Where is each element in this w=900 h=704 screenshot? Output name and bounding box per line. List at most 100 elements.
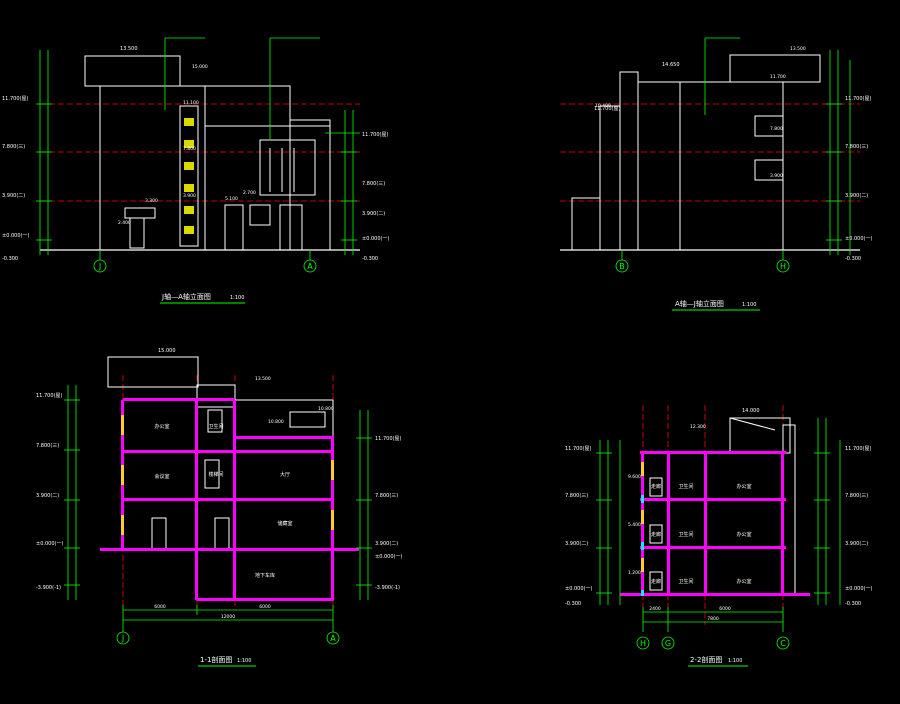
elevation-a-j: B H 14.650 11.700(屋) 11.700(屋) 7.800(三) … [560, 37, 872, 311]
section-2-2: H G C 2400 6000 7800 14.000 11.700(屋) 7.… [565, 405, 872, 667]
p3-top-label: 15.000 [158, 348, 176, 354]
p1-axis-a: A [307, 262, 313, 271]
p3-dim-0: 6000 [154, 604, 166, 610]
p4-level-r3: ±0.000(一) [845, 586, 872, 592]
p3-dim-1: 6000 [259, 604, 271, 610]
p4-room-8: 办公室 [736, 578, 751, 585]
p1-note-1: 11.100 [183, 100, 199, 106]
p3-note-1: 10.800 [268, 419, 284, 425]
p3-note-2: 10.800 [318, 406, 334, 412]
p3-note-0: 13.500 [255, 376, 271, 382]
p4-room-6: 走廊 [651, 578, 661, 585]
p3-title: 1-1剖面图 [200, 655, 232, 664]
p3-room-0: 办公室 [154, 423, 169, 430]
p1-title: J轴—A轴立面图 [161, 292, 211, 301]
p1-note-7: 2.700 [243, 190, 256, 196]
p2-title: A轴—J轴立面图 [675, 299, 724, 308]
p1-level-r4: -0.300 [362, 256, 378, 262]
p3-room-5: 储藏室 [277, 520, 292, 527]
p1-level-l2: 3.900(二) [2, 193, 25, 199]
p3-room-2: 会议室 [154, 473, 169, 480]
p4-note-0: 12.300 [690, 424, 706, 430]
p4-axis-c: C [780, 639, 786, 648]
p4-room-1: 卫生间 [678, 483, 693, 490]
p4-dim-2: 7800 [707, 616, 719, 622]
p3-level-l1: 7.800(三) [36, 443, 59, 449]
p4-dim-1: 6000 [719, 606, 731, 612]
p3-level-l2: 3.900(二) [36, 493, 59, 499]
p4-level-r4: -0.300 [845, 601, 861, 607]
p4-level-l1: 7.800(三) [565, 493, 588, 499]
elevation-j-a: J A 13.500 11.700(屋) 7.800(三) 3.900(二) ±… [2, 37, 389, 304]
p4-title: 2-2剖面图 [690, 655, 722, 664]
p4-note-2: 5.400 [628, 522, 641, 528]
p4-level-l3: ±0.000(一) [565, 586, 592, 592]
p4-top-label: 14.000 [742, 408, 760, 414]
p3-level-l0: 11.700(屋) [36, 393, 62, 399]
p3-level-r2: 3.900(二) [375, 541, 398, 547]
p2-note-3: 7.800 [770, 126, 783, 132]
p2-axis-b: B [619, 262, 625, 271]
p4-axis-h: H [640, 639, 646, 648]
p1-level-l0: 11.700(屋) [2, 96, 28, 102]
p4-room-7: 卫生间 [678, 578, 693, 585]
p4-room-0: 走廊 [651, 483, 661, 490]
p4-level-l4: -0.300 [565, 601, 581, 607]
p1-scale: 1:100 [230, 295, 244, 301]
p3-scale: 1:100 [237, 658, 251, 664]
p2-note-4: 3.900 [770, 173, 783, 179]
p2-axis-h: H [780, 262, 786, 271]
p4-axis-g: G [665, 639, 671, 648]
p4-level-r0: 11.700(屋) [845, 446, 871, 452]
p1-note-6: 5.100 [225, 196, 238, 202]
p3-dim-2: 12000 [221, 614, 235, 620]
p2-level-r2: 3.900(二) [845, 193, 868, 199]
p4-room-5: 办公室 [736, 531, 751, 538]
p1-note-0: 15.000 [192, 64, 208, 70]
p1-level-l3: ±0.000(一) [2, 233, 29, 239]
p4-note-1: 9.600 [628, 474, 641, 480]
p1-level-r1: 7.800(三) [362, 181, 385, 187]
p2-scale: 1:100 [742, 302, 756, 308]
p1-level-r3: ±0.000(一) [362, 236, 389, 242]
p3-room-4: 楼梯间 [208, 471, 223, 478]
p3-axis-a: A [330, 634, 336, 643]
p3-axis-j: J [121, 634, 124, 643]
p2-level-r3: ±0.000(一) [845, 236, 872, 242]
p2-level-l0: 11.700(屋) [594, 106, 620, 112]
p2-level-r1: 7.800(三) [845, 144, 868, 150]
p3-level-r3: ±0.000(一) [375, 554, 402, 560]
p4-level-l0: 11.700(屋) [565, 446, 591, 452]
p3-room-6: 地下车库 [255, 572, 275, 579]
p1-note-3: 3.900 [183, 193, 196, 199]
p1-top-label: 13.500 [120, 46, 138, 52]
p3-level-l3: ±0.000(一) [36, 541, 63, 547]
section-1-1: J A 6000 6000 12000 15.000 11.700(屋) 7.8… [36, 348, 402, 667]
p3-level-r0: 11.700(屋) [375, 436, 401, 442]
p1-axis-j: J [98, 262, 101, 271]
p4-level-r1: 7.800(三) [845, 493, 868, 499]
p4-room-3: 走廊 [651, 531, 661, 538]
p4-scale: 1:100 [728, 658, 742, 664]
p2-note-2: 10.400 [595, 103, 611, 109]
p2-note-1: 11.700 [770, 74, 786, 80]
p2-level-r4: -0.300 [845, 256, 861, 262]
p4-level-l2: 3.900(二) [565, 541, 588, 547]
p2-top-label: 14.650 [662, 62, 680, 68]
p1-note-5: 3.300 [145, 198, 158, 204]
p3-level-r4: -3.900(-1) [375, 585, 400, 591]
p1-level-r2: 3.900(二) [362, 211, 385, 217]
p1-note-4: 2.400 [118, 220, 131, 226]
p3-room-1: 卫生间 [208, 423, 223, 430]
p2-level-r0: 11.700(屋) [845, 96, 871, 102]
p3-level-l4: -3.900(-1) [36, 585, 61, 591]
p4-note-3: 1.200 [628, 570, 641, 576]
p3-level-r1: 7.800(三) [375, 493, 398, 499]
p4-dim-0: 2400 [649, 606, 661, 612]
p4-room-4: 卫生间 [678, 531, 693, 538]
p3-room-3: 大厅 [280, 471, 290, 478]
p4-room-2: 办公室 [736, 483, 751, 490]
p1-level-l4: -0.300 [2, 256, 18, 262]
